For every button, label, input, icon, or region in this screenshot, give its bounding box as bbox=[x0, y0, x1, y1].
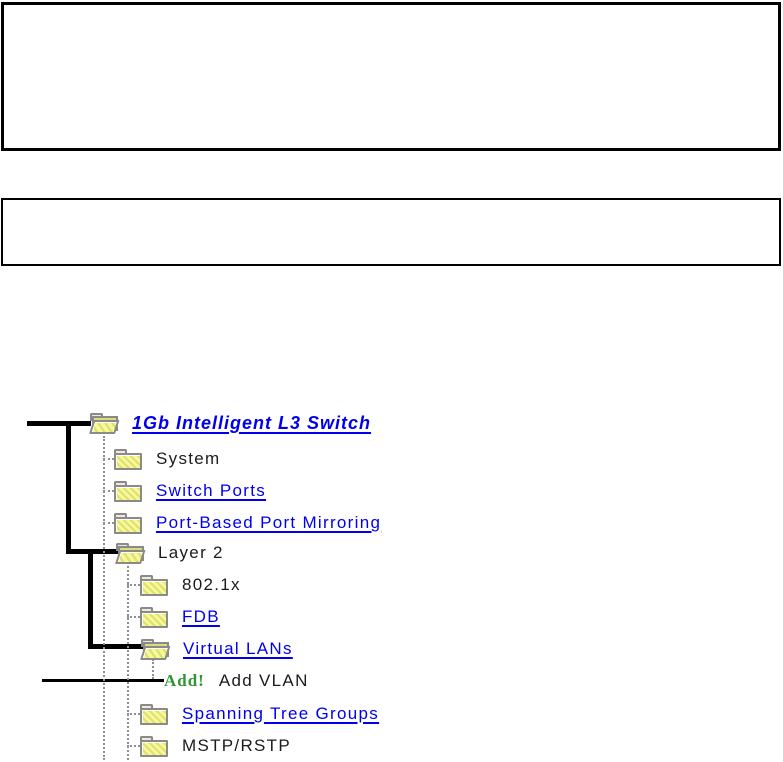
tree-link-fdb[interactable]: FDB bbox=[182, 607, 220, 626]
tree-guide-stub-switch-ports bbox=[103, 490, 114, 492]
callout-box-middle bbox=[1, 198, 781, 266]
tree-guide-add-vertical bbox=[152, 659, 154, 679]
closed-folder-icon[interactable] bbox=[114, 480, 142, 502]
tree-link-virtual-lans[interactable]: Virtual LANs bbox=[183, 639, 293, 658]
tree-guide-stub-fdb bbox=[127, 616, 140, 618]
tree-item-layer2: Layer 2 bbox=[115, 537, 224, 569]
tree-item-fdb: FDB bbox=[140, 601, 220, 633]
open-folder-icon[interactable] bbox=[115, 542, 146, 564]
tree-item-spanning-tree-groups: Spanning Tree Groups bbox=[140, 698, 379, 730]
closed-folder-icon[interactable] bbox=[140, 606, 168, 628]
tree-label-system: System bbox=[156, 449, 221, 468]
tree-link-root[interactable]: 1Gb Intelligent L3 Switch bbox=[132, 412, 372, 433]
tree-label-add-vlan: Add VLAN bbox=[218, 671, 309, 690]
tree-label-8021x: 802.1x bbox=[182, 575, 241, 594]
callout-line-virtual-lans-horizontal bbox=[88, 644, 143, 649]
callout-box-top bbox=[1, 2, 781, 151]
tree-item-root: 1Gb Intelligent L3 Switch bbox=[89, 407, 372, 439]
tree-guide-stub-system bbox=[103, 458, 114, 460]
closed-folder-icon[interactable] bbox=[140, 703, 168, 725]
tree-label-mstp-rstp: MSTP/RSTP bbox=[182, 736, 291, 755]
closed-folder-icon[interactable] bbox=[114, 512, 142, 534]
tree-item-system: System bbox=[114, 443, 220, 475]
tree-guide-level2-vertical bbox=[127, 566, 129, 760]
tree-link-spanning-tree-groups[interactable]: Spanning Tree Groups bbox=[182, 704, 380, 723]
tree-guide-stub-mstp bbox=[127, 745, 140, 747]
tree-guide-stub-8021x bbox=[127, 584, 140, 586]
tree-label-layer2: Layer 2 bbox=[158, 543, 224, 562]
callout-line-root-horizontal bbox=[27, 421, 91, 426]
tree-item-port-mirroring: Port-Based Port Mirroring bbox=[114, 507, 381, 539]
tree-guide-stub-port-mirroring bbox=[103, 522, 114, 524]
add-action-icon[interactable]: Add! bbox=[164, 671, 205, 690]
tree-link-port-mirroring[interactable]: Port-Based Port Mirroring bbox=[156, 513, 382, 532]
callout-line-root-vertical bbox=[66, 421, 71, 554]
tree-guide-stub-spanning-tree bbox=[127, 713, 140, 715]
tree-item-virtual-lans: Virtual LANs bbox=[140, 633, 293, 665]
open-folder-icon[interactable] bbox=[140, 638, 171, 660]
closed-folder-icon[interactable] bbox=[140, 735, 168, 757]
open-folder-icon[interactable] bbox=[89, 412, 120, 434]
tree-item-mstp-rstp: MSTP/RSTP bbox=[140, 730, 291, 762]
tree-guide-level1-vertical bbox=[103, 436, 105, 760]
tree-item-switch-ports: Switch Ports bbox=[114, 475, 266, 507]
tree-item-add-vlan: Add! Add VLAN bbox=[164, 665, 309, 697]
callout-line-layer2-vertical bbox=[88, 549, 93, 649]
closed-folder-icon[interactable] bbox=[114, 448, 142, 470]
tree-link-switch-ports[interactable]: Switch Ports bbox=[156, 481, 267, 500]
closed-folder-icon[interactable] bbox=[140, 574, 168, 596]
tree-item-8021x: 802.1x bbox=[140, 569, 241, 601]
